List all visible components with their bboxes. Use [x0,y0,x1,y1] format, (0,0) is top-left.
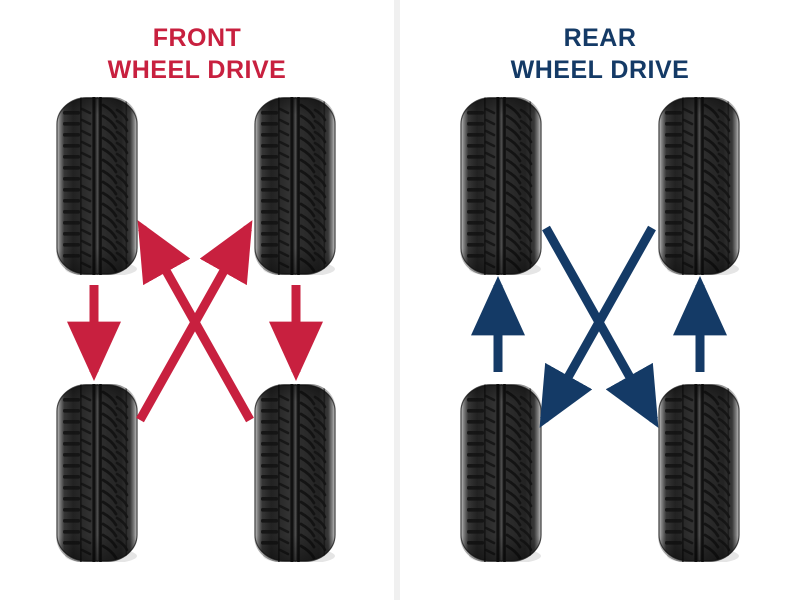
tire-front-left [460,97,542,277]
arrow-rear-left-to-front-right [136,220,253,423]
tire-rear-right [254,384,336,564]
fwd-diagram-stage [0,0,394,600]
panel-title-rear-wheel-drive: REAR WHEEL DRIVE [510,24,690,84]
tire-front-right [254,97,336,277]
tire-rear-left [460,384,542,564]
tire-front-right [658,97,740,277]
tire-rear-right [658,384,740,564]
rwd-diagram-stage [400,0,800,600]
tire-rear-left [56,384,138,564]
panel-rear-wheel-drive: REAR WHEEL DRIVE [400,0,800,600]
tire-front-left [56,97,138,277]
panel-divider [394,0,400,600]
panel-title-front-wheel-drive: FRONT WHEEL DRIVE [107,24,287,84]
panel-front-wheel-drive: FRONT WHEEL DRIVE [0,0,394,600]
arrow-front-right-to-rear-left [539,225,656,428]
